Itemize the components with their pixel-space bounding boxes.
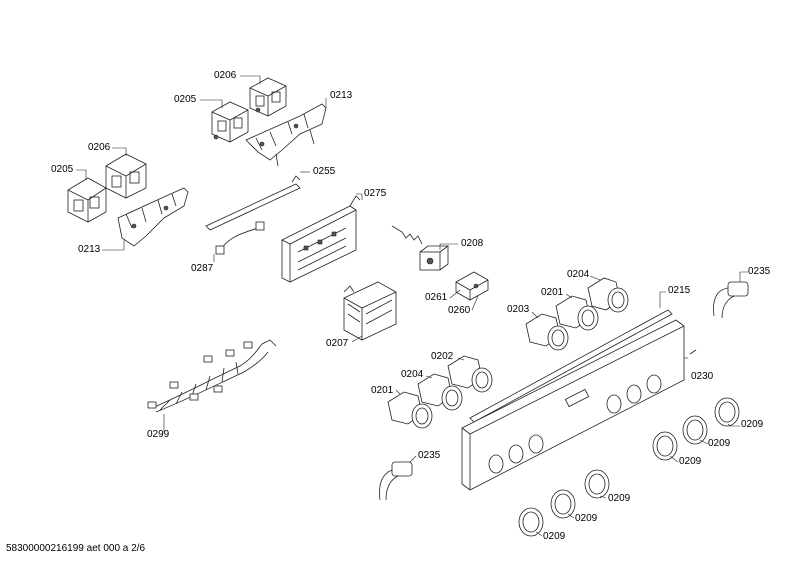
part-0207-switch [343,281,397,341]
part-0208-thermostat [391,225,450,271]
label-0205-a: 0205 [174,94,197,105]
part-0205-upper [211,101,249,143]
label-0299: 0299 [147,429,170,440]
label-0205-b: 0205 [51,164,74,175]
label-0204-b: 0204 [401,369,424,380]
part-0275-module [281,195,361,283]
label-0215: 0215 [668,285,691,296]
part-0206-upper [249,77,287,117]
part-0204-switch-a [587,277,629,313]
label-0235-b: 0235 [418,450,441,461]
label-0209-d: 0209 [608,493,631,504]
part-0255-rail [205,175,301,231]
label-0203: 0203 [507,304,530,315]
part-0287-cable [215,221,265,255]
label-0287: 0287 [191,263,214,274]
part-0299-harness [147,339,277,413]
part-0204-switch-b [417,373,463,411]
part-0206-left [105,153,147,199]
label-0213-a: 0213 [330,90,353,101]
part-0235-lamp-a [713,281,749,319]
part-0209-ring-c [652,431,678,461]
label-0275: 0275 [364,188,387,199]
part-0261-bracket [455,271,489,301]
label-0209-c: 0209 [679,456,702,467]
label-0208: 0208 [461,238,484,249]
label-0209-b: 0209 [708,438,731,449]
label-0213-b: 0213 [78,244,101,255]
label-0230: 0230 [691,371,714,382]
label-0201-a: 0201 [541,287,564,298]
label-0206-a: 0206 [214,70,237,81]
label-0255: 0255 [313,166,336,177]
part-0202-switch [447,355,493,393]
label-0206-b: 0206 [88,142,111,153]
part-0209-ring-e [550,489,576,519]
part-0209-ring-d [584,469,610,499]
part-0201-switch-a [555,295,599,331]
document-reference: 58300000216199 aet 000 a 2/6 [6,543,146,554]
label-0202: 0202 [431,351,454,362]
leader-lines [76,75,748,537]
part-0205-left [67,177,107,223]
part-0230-panel [461,319,697,491]
label-0209-f: 0209 [543,531,566,542]
part-0235-lamp-b [379,461,413,501]
part-0201-switch-b [387,391,433,429]
label-0201-b: 0201 [371,385,394,396]
label-0207: 0207 [326,338,349,349]
label-0235-a: 0235 [748,266,771,277]
label-0260: 0260 [448,305,471,316]
part-0213-upper-bracket [245,103,327,167]
label-0261: 0261 [425,292,448,303]
part-0209-ring-a [714,397,740,427]
part-0209-ring-b [682,415,708,445]
part-0203-switch [525,313,569,351]
label-0209-a: 0209 [741,419,764,430]
part-0209-ring-f [518,507,544,537]
label-0209-e: 0209 [575,513,598,524]
part-0215-strip [469,309,673,423]
label-0204-a: 0204 [567,269,590,280]
part-0213-left-bracket [117,187,189,247]
